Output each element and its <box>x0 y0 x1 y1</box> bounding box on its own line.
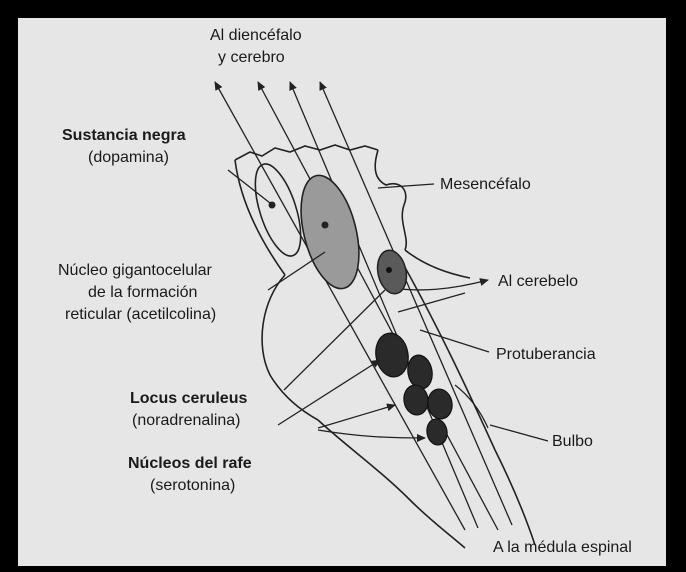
label-gigantocelular-3: reticular (acetilcolina) <box>65 306 216 323</box>
label-locus-ceruleus-sub: (noradrenalina) <box>132 412 241 429</box>
label-cerebelo: Al cerebelo <box>498 273 578 290</box>
fiber-arrows <box>215 82 512 530</box>
gigantocelular-dot <box>322 222 329 229</box>
label-medula: A la médula espinal <box>493 539 632 556</box>
label-top-line1: Al diencéfalo <box>210 27 302 44</box>
label-bulbo: Bulbo <box>552 433 593 450</box>
leader-lines <box>228 170 548 441</box>
label-gigantocelular-2: de la formación <box>88 284 197 301</box>
label-rafe-sub: (serotonina) <box>150 477 235 494</box>
label-sustancia-negra-sub: (dopamina) <box>88 149 169 166</box>
rafe-nucleus <box>426 387 455 421</box>
label-rafe: Núcleos del rafe <box>128 455 252 472</box>
label-protuberancia: Protuberancia <box>496 346 596 363</box>
rafe-nucleus <box>405 353 435 391</box>
label-locus-ceruleus: Locus ceruleus <box>130 390 247 407</box>
label-mesencefalo: Mesencéfalo <box>440 176 531 193</box>
rafe-nucleus <box>372 331 411 380</box>
gigantocelular-shape <box>291 169 370 294</box>
rafe-nucleus <box>425 417 449 446</box>
rafe-nuclei <box>372 331 454 447</box>
locus-ceruleus-dot <box>386 267 392 273</box>
label-gigantocelular-1: Núcleo gigantocelular <box>58 262 213 279</box>
label-top-line2: y cerebro <box>218 49 285 66</box>
label-sustancia-negra: Sustancia negra <box>62 127 186 144</box>
